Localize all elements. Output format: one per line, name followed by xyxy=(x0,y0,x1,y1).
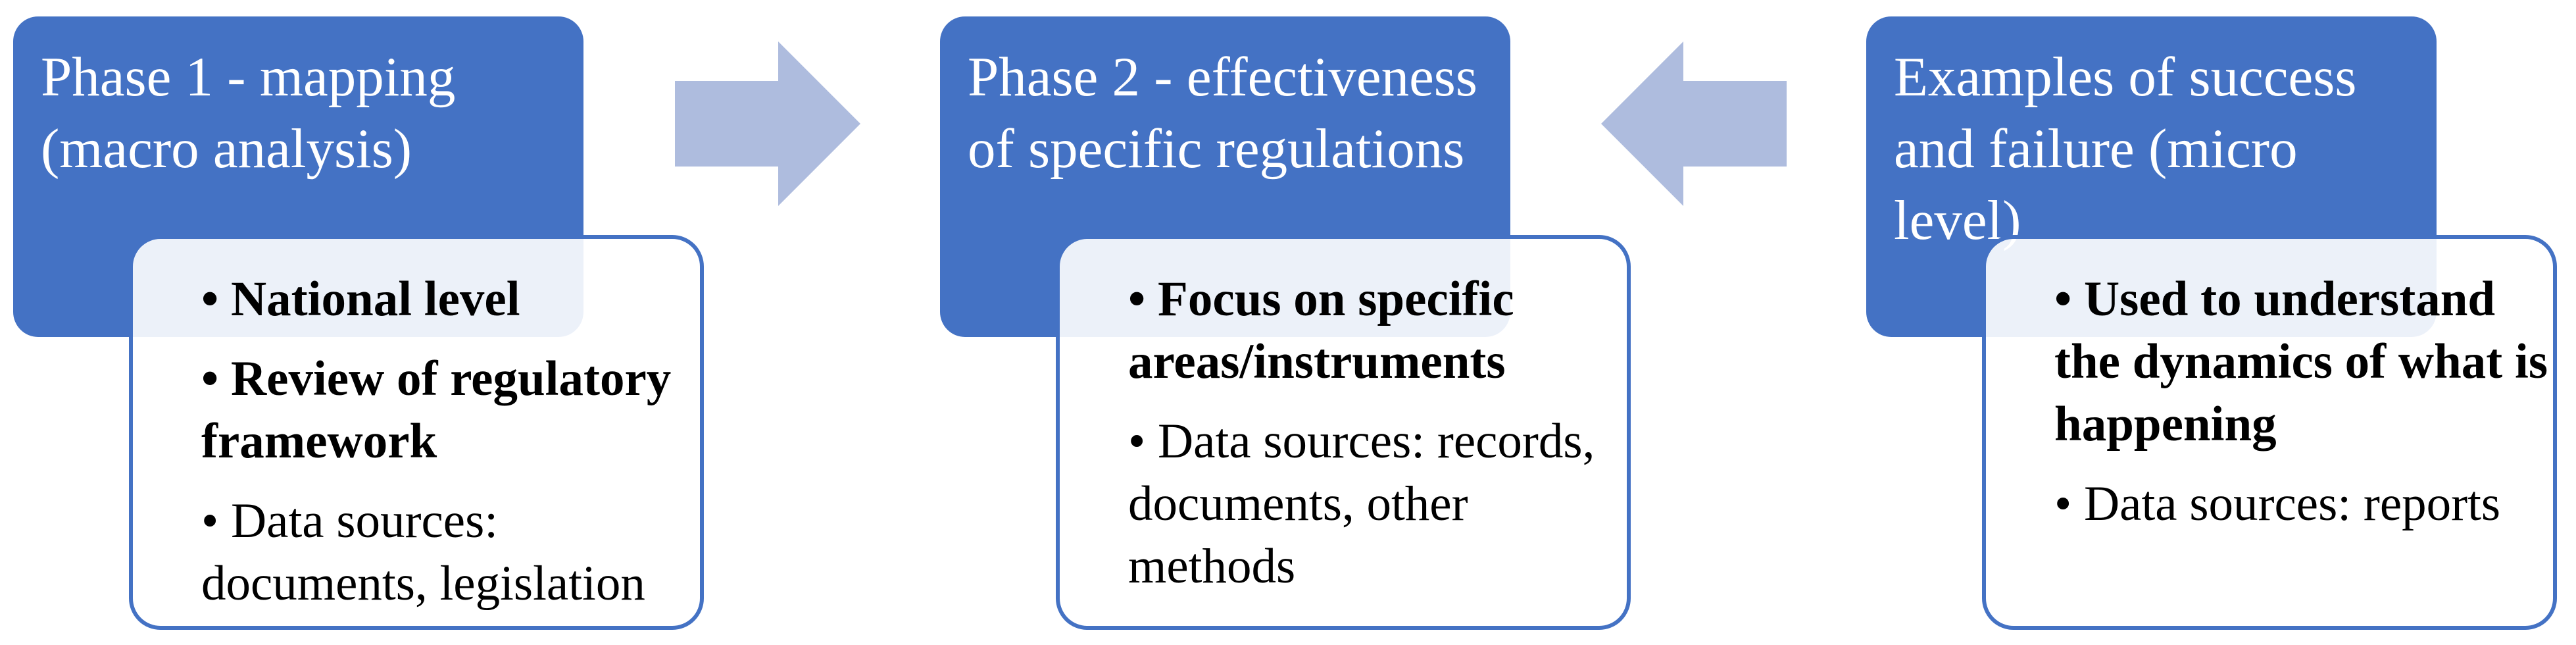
phase-2-detail-box: • Focus on specific areas/instruments • D… xyxy=(1056,235,1631,630)
phase-2-group: Phase 2 - effectiveness of specific regu… xyxy=(940,0,1637,645)
phase-3-group: Examples of success and failure (micro l… xyxy=(1866,0,2564,645)
phase-1-bullet-list: • National level • Review of regulatory f… xyxy=(133,239,700,615)
phase-3-title: Examples of success and failure (micro l… xyxy=(1894,46,2357,251)
bullet-item: • Review of regulatory framework xyxy=(201,351,672,469)
phase-3-detail-box: • Used to understand the dynamics of wha… xyxy=(1982,235,2557,630)
bullet-item: • Data sources: reports xyxy=(2054,477,2501,531)
phase-2-bullet-list: • Focus on specific areas/instruments • D… xyxy=(1060,239,1627,598)
phase-1-detail-box: • National level • Review of regulatory f… xyxy=(129,235,704,630)
phase-3-bullet-list: • Used to understand the dynamics of wha… xyxy=(1986,239,2553,535)
bullet-item: • Data sources: records, documents, othe… xyxy=(1128,414,1595,594)
bullet-item: • Data sources: documents, legislation xyxy=(201,494,645,611)
phase-2-title: Phase 2 - effectiveness of specific regu… xyxy=(968,46,1477,180)
bullet-item: • National level xyxy=(201,272,520,326)
phase-1-group: Phase 1 - mapping (macro analysis) • Nat… xyxy=(13,0,710,645)
bullet-item: • Focus on specific areas/instruments xyxy=(1128,272,1514,389)
phase-1-title: Phase 1 - mapping (macro analysis) xyxy=(41,46,456,180)
bullet-item: • Used to understand the dynamics of wha… xyxy=(2054,272,2548,452)
